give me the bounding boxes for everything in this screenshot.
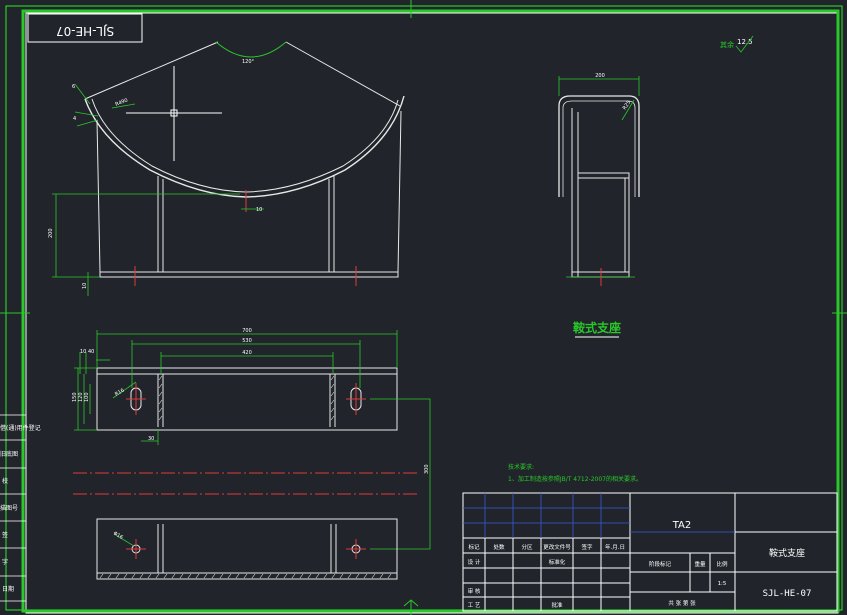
dim-plan-h2: 40: [88, 349, 94, 355]
scale-header: 比例: [716, 560, 728, 568]
roughness-label: 其余: [720, 40, 734, 49]
sidebar-label-borrow: 借(通)用件登记: [0, 424, 41, 432]
title-drawing-no: SJL-HE-07: [763, 589, 812, 599]
dim-side-width: 200: [595, 73, 605, 79]
dim-len-mid: 530: [242, 338, 252, 344]
dim-hole: Φ16: [112, 531, 124, 541]
sidebar-label-tracing-no: 描图号: [0, 504, 18, 512]
sheet-count: 共 张 第 张: [668, 599, 696, 607]
roughness-value: 12.5: [737, 38, 753, 46]
notes-item-1: 1、加工制造按参照JB/T 4712-2007的相关要求。: [508, 475, 642, 483]
dim-side-radius: R25: [622, 100, 633, 112]
rev-header-zone: 分区: [521, 543, 533, 551]
title-block-blue-grid: [463, 493, 735, 538]
rev-header-date: 年.月.日: [605, 543, 625, 551]
front-view: 120° R490 6 4 10 200: [48, 41, 405, 296]
dim-slot: R16: [114, 388, 126, 398]
left-sidebar: 借(通)用件登记 旧底图 校 描图号 签 字 日期: [0, 414, 41, 602]
dim-gap: 30: [148, 436, 154, 442]
dim-plan-w1: 150: [72, 392, 78, 402]
dim-plan-w3: 100: [84, 392, 90, 402]
dim-len-total: 700: [242, 328, 252, 334]
scale-value: 1:5: [718, 581, 727, 587]
dim-angle: 120°: [242, 59, 255, 65]
sidebar-label-date: 日期: [2, 585, 14, 593]
dim-span: 300: [424, 464, 430, 474]
title-material: TA2: [672, 520, 692, 531]
row-standardization: 标准化: [549, 558, 566, 566]
dim-height: 200: [48, 228, 54, 238]
roughness-symbol: 其余 12.5: [720, 35, 754, 53]
sidebar-label-check: 校: [2, 477, 8, 485]
title-part-name: 鞍式支座: [769, 547, 805, 559]
rev-header-count: 处数: [493, 543, 505, 551]
title-block: [462, 492, 838, 612]
rev-header-doc: 更改文件号: [543, 543, 571, 551]
side-view: [558, 76, 640, 286]
mirrored-stamp-box: SJL-HE-07: [27, 13, 143, 43]
dim-plan-w2: 120: [78, 392, 84, 402]
row-approve: 批准: [551, 601, 563, 609]
notes-heading: 技术要求:: [508, 463, 534, 471]
view-title: 鞍式支座: [573, 320, 621, 335]
sidebar-label-sign: 签: [2, 531, 8, 539]
rev-header-mark: 标记: [468, 543, 480, 551]
dim-base-t: 10: [82, 283, 88, 289]
dim-r-outer: R490: [115, 97, 129, 107]
row-design: 设 计: [468, 558, 481, 566]
sidebar-label-char: 字: [2, 558, 8, 566]
dim-t2: 4: [73, 116, 76, 122]
stamp-code-mirrored: SJL-HE-07: [56, 24, 114, 38]
dim-offset: 10: [256, 207, 262, 213]
weight-header: 重量: [694, 560, 706, 568]
dim-t1: 6: [72, 84, 75, 90]
plan-view: [74, 330, 431, 550]
sidebar-label-old-base: 旧底图: [0, 450, 18, 458]
dim-plan-h1: 10: [80, 349, 86, 355]
row-process: 工 艺: [468, 602, 481, 609]
centerlines: [73, 472, 420, 495]
row-review: 审 核: [468, 587, 481, 595]
dim-len-inner: 420: [242, 350, 252, 356]
stage-header: 阶段标记: [649, 560, 672, 568]
rev-header-sign: 签字: [581, 543, 593, 551]
bottom-view: [96, 518, 398, 580]
